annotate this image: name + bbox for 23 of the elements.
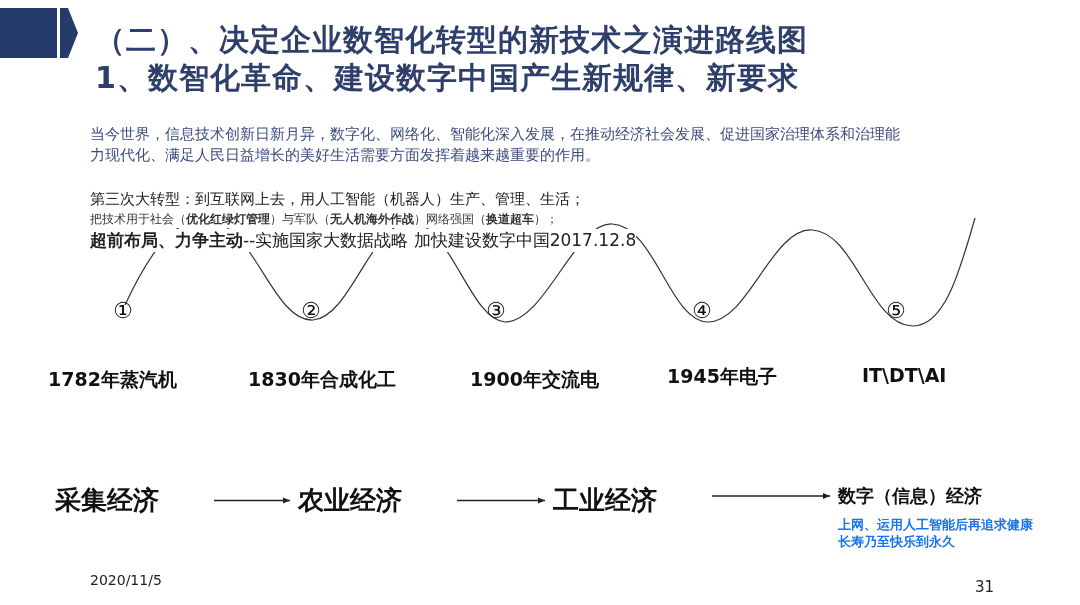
- date-label: 2020/11/5: [90, 572, 162, 588]
- year-label: 1782年蒸汽机: [48, 367, 177, 392]
- economy-label: 工业经济: [553, 484, 657, 517]
- arrow: [213, 497, 291, 504]
- paragraph: 当今世界，信息技术创新日新月异，数字化、网络化、智能化深入发展，在推动经济社会发展、促进国家治理体系和治理能力现代化、满足人民日益增长的美好生活需要方面发挥着越来越重要的作用。: [90, 124, 901, 166]
- page-number: 31: [975, 578, 995, 596]
- circled-number: ③: [486, 298, 506, 323]
- subtitle: 1、数智化革命、建设数字中国产生新规律、新要求: [95, 59, 799, 97]
- circled-number: ④: [692, 298, 712, 323]
- year-label: IT\DT\AI: [862, 364, 947, 386]
- year-label: 1900年交流电: [470, 367, 599, 392]
- year-label: 1945年电子: [667, 364, 777, 389]
- circled-number: ①: [113, 298, 133, 323]
- note-text: 上网、运用人工智能后再追求健康长寿乃至快乐到永久: [838, 516, 1034, 550]
- economy-label: 数字（信息）经济: [838, 484, 983, 508]
- title: （二）、决定企业数智化转型的新技术之演进路线图: [95, 21, 808, 59]
- economy-label: 采集经济: [55, 484, 159, 517]
- arrow: [711, 493, 831, 499]
- year-label: 1830年合成化工: [248, 367, 396, 392]
- circled-number: ②: [301, 298, 321, 323]
- circled-number: ⑤: [886, 298, 906, 323]
- economy-label: 农业经济: [298, 484, 402, 517]
- arrow: [456, 497, 546, 504]
